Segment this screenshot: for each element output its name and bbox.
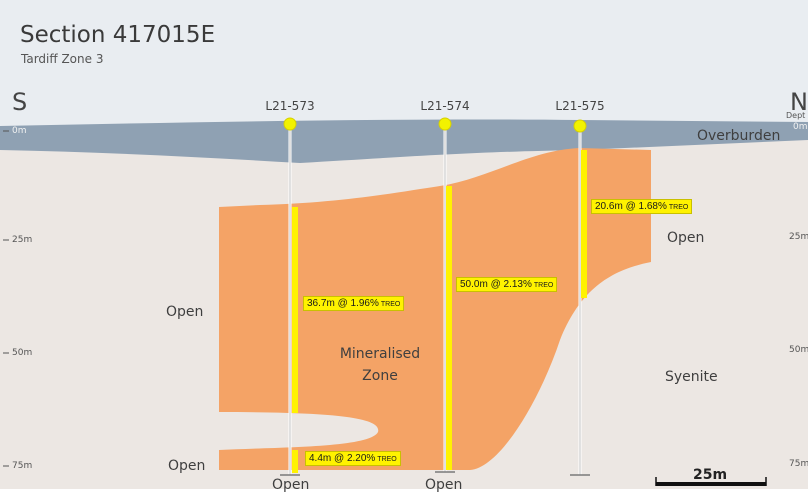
south-label: S <box>12 88 28 116</box>
open-label-left-upper: Open <box>166 304 204 320</box>
scale-bar <box>656 482 766 486</box>
intercept-callout-l21-575[interactable]: 20.6m @ 1.68%TREO <box>591 199 693 214</box>
drillhole-label-l21-575[interactable]: L21-575 <box>555 99 605 113</box>
open-label-bottom-1: Open <box>272 477 310 493</box>
mineralised-zone-shape <box>219 148 651 470</box>
overburden-label: Overburden <box>697 128 781 144</box>
intercept-bar-l21-573-upper <box>292 207 298 413</box>
intercept-callout-l21-573-upper[interactable]: 36.7m @ 1.96%TREO <box>303 296 405 311</box>
mineralised-zone-label: Mineralised Zone <box>320 343 440 387</box>
mineralised-zone-label-line2: Zone <box>362 368 398 384</box>
drillhole-label-l21-574[interactable]: L21-574 <box>420 99 470 113</box>
collar-l21-573[interactable] <box>283 117 297 131</box>
intercept-callout-l21-573-lower[interactable]: 4.4m @ 2.20%TREO <box>305 451 401 466</box>
depth-tick-label-25m: 25m <box>12 235 33 245</box>
intercept-suffix: TREO <box>533 282 554 289</box>
open-label-right: Open <box>667 230 705 246</box>
intercept-text: 50.0m @ 2.13% <box>460 279 532 290</box>
section-title: Section 417015E <box>20 22 216 48</box>
intercept-text: 4.4m @ 2.20% <box>309 453 376 464</box>
intercept-callout-l21-574[interactable]: 50.0m @ 2.13%TREO <box>456 277 558 292</box>
intercept-bar-l21-573-lower <box>292 450 298 473</box>
intercept-suffix: TREO <box>380 301 401 308</box>
collar-l21-574[interactable] <box>438 117 452 131</box>
sky-band <box>0 0 808 128</box>
mineralised-zone-label-line1: Mineralised <box>339 346 421 362</box>
intercept-bar-l21-575 <box>581 150 587 298</box>
collar-l21-575[interactable] <box>573 119 587 133</box>
depth-tick-label-0m: 0m <box>12 126 27 136</box>
intercept-suffix: TREO <box>377 456 397 463</box>
depth-tick-label-right-75m: 75m <box>789 459 808 469</box>
intercept-bar-l21-574 <box>446 186 452 470</box>
section-subtitle: Tardiff Zone 3 <box>21 52 104 66</box>
depth-tick-label-right-0m: 0m <box>793 122 808 132</box>
drillhole-label-l21-573[interactable]: L21-573 <box>265 99 315 113</box>
open-label-bottom-2: Open <box>425 477 463 493</box>
syenite-label: Syenite <box>665 369 718 385</box>
scale-bar-label: 25m <box>693 467 728 483</box>
open-label-left-lower: Open <box>168 458 206 474</box>
north-label: N <box>790 88 808 116</box>
depth-tick-label-right-25m: 25m <box>789 232 808 242</box>
depth-tick-label-50m: 50m <box>12 348 33 358</box>
intercept-suffix: TREO <box>668 204 689 211</box>
depth-label-right: Dept <box>786 111 806 120</box>
depth-tick-label-75m: 75m <box>12 461 33 471</box>
intercept-text: 20.6m @ 1.68% <box>595 201 667 212</box>
depth-tick-label-right-50m: 50m <box>789 345 808 355</box>
intercept-text: 36.7m @ 1.96% <box>307 298 379 309</box>
overburden-layer <box>0 119 808 163</box>
